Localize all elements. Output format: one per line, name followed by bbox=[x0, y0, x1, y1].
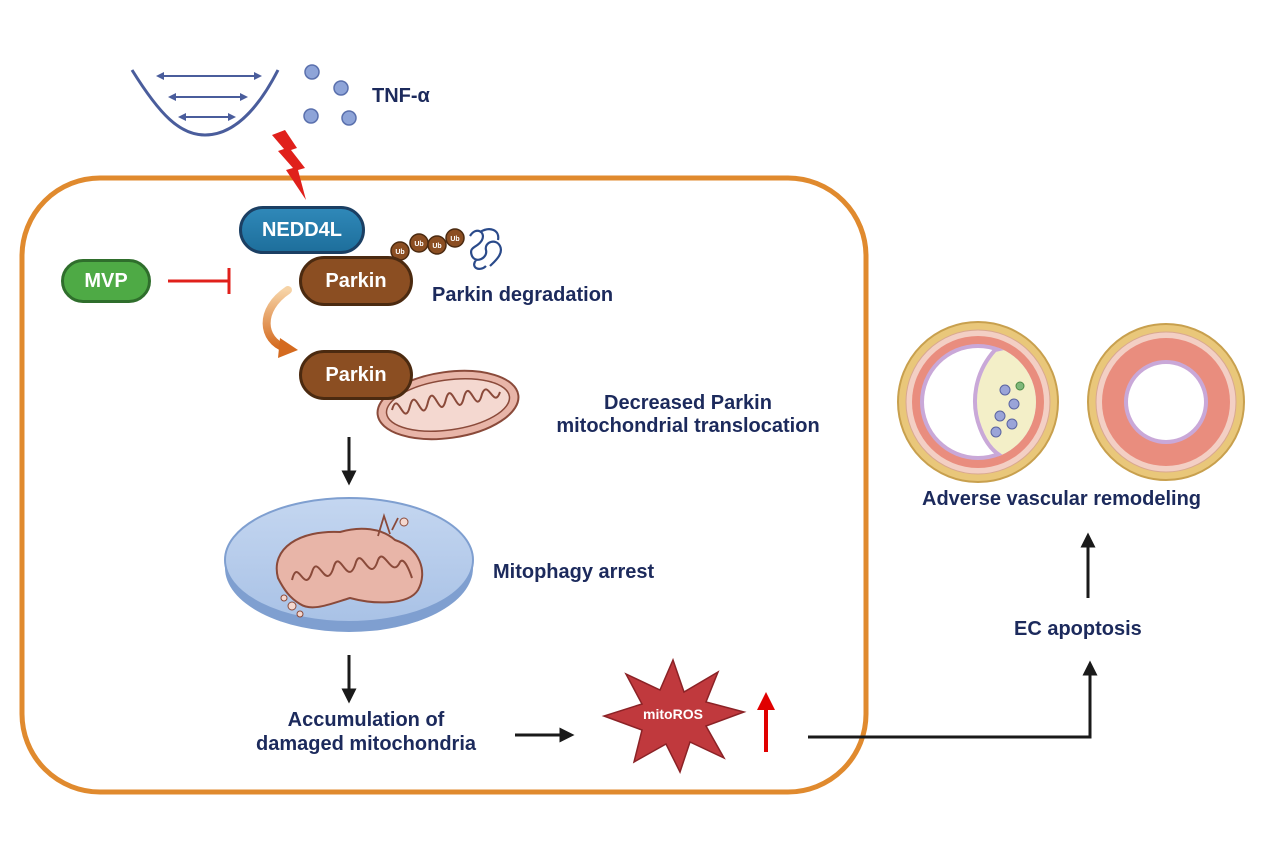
adverse-remodeling-label: Adverse vascular remodeling bbox=[922, 488, 1202, 510]
cell-membrane bbox=[19, 175, 869, 795]
ub-label: Ub bbox=[450, 236, 459, 243]
ub-label: Ub bbox=[432, 243, 441, 250]
decreased-translocation-line2: mitochondrial translocation bbox=[556, 415, 820, 437]
accumulation-line1: Accumulation of bbox=[287, 709, 445, 731]
parkin-degradation-label: Parkin degradation bbox=[432, 284, 614, 306]
remodeled-vessel-icon bbox=[897, 321, 1059, 483]
damaged-mitochondrion-icon bbox=[275, 513, 424, 618]
parkin-node-top: Parkin bbox=[299, 256, 413, 306]
tnf-alpha-molecules-icon bbox=[303, 64, 357, 126]
mitoros-burst-icon bbox=[601, 657, 747, 774]
ub-label: Ub bbox=[395, 249, 404, 256]
tnf-alpha-label: TNF-α bbox=[372, 85, 430, 107]
parkin-node-bottom: Parkin bbox=[299, 350, 413, 400]
mitochondrion-icon bbox=[376, 369, 520, 441]
ub-label: Ub bbox=[414, 241, 423, 248]
translocation-arrow bbox=[262, 286, 298, 358]
mitophagy-arrest-label: Mitophagy arrest bbox=[493, 561, 655, 583]
mitoros-label: mitoROS bbox=[643, 706, 703, 722]
mvp-node: MVP bbox=[61, 259, 151, 303]
ub-labels: Ub Ub Ub Ub bbox=[395, 236, 459, 256]
accumulation-line2: damaged mitochondria bbox=[255, 733, 477, 755]
shear-stress-icon bbox=[130, 69, 280, 137]
ec-apoptosis-label: EC apoptosis bbox=[1014, 618, 1142, 640]
normal-vessel-icon bbox=[1087, 323, 1245, 481]
increase-arrow-icon bbox=[757, 692, 775, 752]
lightning-bolt-icon bbox=[272, 130, 306, 200]
decreased-translocation-line1: Decreased Parkin bbox=[604, 392, 772, 414]
nedd4l-node: NEDD4L bbox=[239, 206, 365, 254]
inhibition-arrow bbox=[168, 268, 231, 294]
degraded-peptide-icon bbox=[469, 228, 502, 270]
ubiquitin-chain-icon bbox=[390, 228, 465, 261]
connector-to-ec-apoptosis bbox=[808, 660, 1098, 739]
